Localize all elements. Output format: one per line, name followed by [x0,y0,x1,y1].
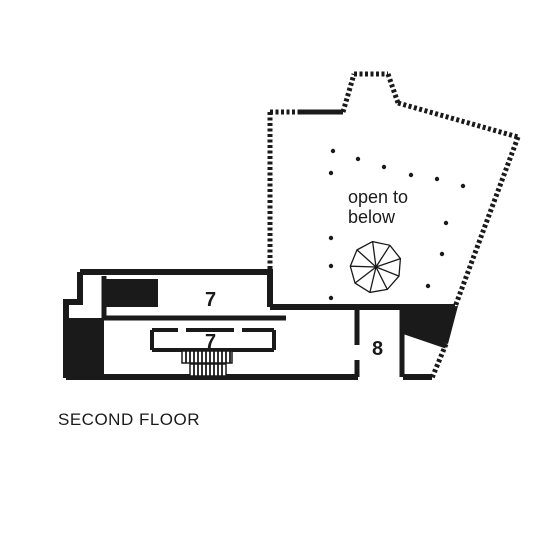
dot [434,176,440,182]
dot [328,235,334,241]
dot [408,172,414,178]
dot [355,156,361,162]
open-area-dots [328,148,466,301]
dot [381,164,387,170]
upper-left-solid-block [104,279,158,307]
exterior-walls [63,269,455,380]
left-solid-block [66,318,104,378]
dot [328,170,334,176]
room-7-lower-label: 7 [205,331,216,353]
floor-caption: SECOND FLOOR [58,410,200,429]
room-7-upper-label: 7 [205,289,216,311]
lower-room-7 [150,328,276,352]
open-area-dotted-boundary [267,71,521,379]
open-area-label-line1: open to [348,187,408,207]
dot [328,263,334,269]
dot [328,295,334,301]
stairs [181,350,233,377]
dot [425,283,431,289]
open-area-label-line2: below [348,207,396,227]
dot [439,251,445,257]
solid-poche [66,279,458,378]
room-8-label: 8 [372,338,383,360]
dot [330,148,336,154]
dot [443,220,449,226]
open-area-solid-walls [267,109,343,305]
closet-solid-wedge [402,306,458,344]
dot [460,183,466,189]
octagonal-canopy-icon [349,240,402,294]
